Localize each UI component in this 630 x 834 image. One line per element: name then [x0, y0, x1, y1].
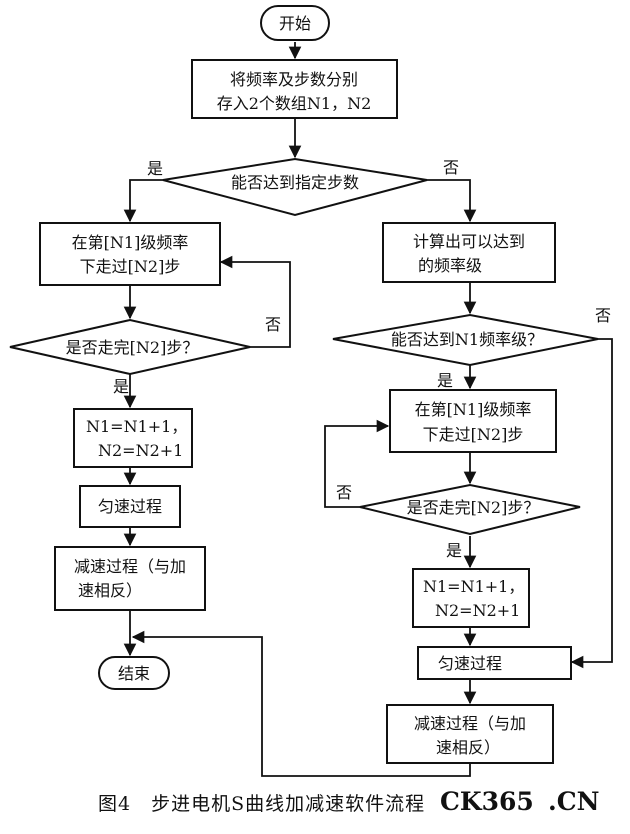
- inc-right-line2: N2=N2+1: [435, 601, 520, 620]
- yes-label-n1: 是: [437, 371, 453, 390]
- decide-reach-label: 能否达到指定步数: [231, 173, 359, 192]
- decide-left-node: 是否走完[N2]步？: [9, 318, 251, 376]
- watermark-ck: CK365: [440, 787, 534, 816]
- uniform-right-node: 匀速过程: [417, 646, 572, 680]
- decide-n1-label: 能否达到N1频率级？: [391, 330, 543, 349]
- uniform-left-node: 匀速过程: [79, 485, 181, 528]
- decide-right-node: 是否走完[N2]步？: [359, 483, 581, 536]
- store-node-line1: 将频率及步数分别: [230, 70, 358, 89]
- run-left-line2: 下走过[N2]步: [80, 257, 181, 276]
- edge-decide-yes: [123, 179, 163, 223]
- uniform-left-label: 匀速过程: [98, 497, 162, 516]
- inc-left-node: N1=N1+1， N2=N2+1: [73, 408, 193, 468]
- start-node-label: 开始: [279, 14, 311, 33]
- yes-label-reach: 是: [147, 159, 163, 178]
- run-left-node: 在第[N1]级频率 下走过[N2]步: [39, 222, 221, 286]
- decel-right-line2: 速相反）: [436, 738, 500, 757]
- no-label-right: 否: [336, 483, 352, 502]
- no-label-reach: 否: [443, 158, 459, 177]
- decel-right-line1: 减速过程（与加: [414, 714, 526, 733]
- store-node: 将频率及步数分别 存入2个数组N1，N2: [191, 59, 398, 119]
- decide-reach-node: 能否达到指定步数: [162, 157, 428, 217]
- flow-edges: [123, 42, 613, 777]
- watermark-cn: .CN: [548, 787, 599, 816]
- start-node: 开始: [260, 5, 330, 41]
- decide-n1-node: 能否达到N1频率级？: [332, 313, 599, 367]
- run-right-node: 在第[N1]级频率 下走过[N2]步: [389, 389, 557, 453]
- edge-decel-right-merge: [131, 630, 471, 777]
- run-right-line1: 在第[N1]级频率: [415, 400, 532, 419]
- decel-left-line2: 速相反）: [78, 581, 142, 600]
- calc-right-line1: 计算出可以达到: [413, 232, 525, 251]
- decel-right-node: 减速过程（与加 速相反）: [386, 704, 554, 764]
- end-node: 结束: [98, 656, 170, 690]
- decel-left-node: 减速过程（与加 速相反）: [54, 546, 206, 611]
- edge-decide-no: [427, 179, 477, 223]
- no-label-n1: 否: [595, 306, 611, 325]
- yes-label-left: 是: [113, 377, 129, 396]
- decide-right-label: 是否走完[N2]步？: [407, 498, 540, 517]
- edge-decide-left-no: [219, 255, 291, 348]
- calc-right-line2: 的频率级: [418, 256, 482, 275]
- no-label-left: 否: [265, 315, 281, 334]
- inc-left-line1: N1=N1+1，: [86, 417, 187, 436]
- run-right-line2: 下走过[N2]步: [423, 425, 524, 444]
- inc-left-line2: N2=N2+1: [98, 441, 183, 460]
- watermark-logo: CK365 .CN: [440, 787, 599, 816]
- calc-right-node: 计算出可以达到 的频率级: [382, 222, 556, 283]
- figure-caption: 图4 步进电机S曲线加减速软件流程: [98, 793, 425, 815]
- decel-left-line1: 减速过程（与加: [74, 557, 186, 576]
- edge-decide-n1-no: [570, 338, 613, 669]
- end-node-label: 结束: [118, 664, 150, 683]
- uniform-right-label: 匀速过程: [438, 654, 502, 673]
- inc-right-line1: N1=N1+1，: [423, 577, 524, 596]
- run-left-line1: 在第[N1]级频率: [72, 233, 189, 252]
- store-node-line2: 存入2个数组N1，N2: [217, 94, 372, 113]
- decide-left-label: 是否走完[N2]步？: [66, 338, 199, 357]
- inc-right-node: N1=N1+1， N2=N2+1: [412, 568, 530, 628]
- edge-decide-right-no: [324, 419, 390, 508]
- yes-label-right: 是: [446, 541, 462, 560]
